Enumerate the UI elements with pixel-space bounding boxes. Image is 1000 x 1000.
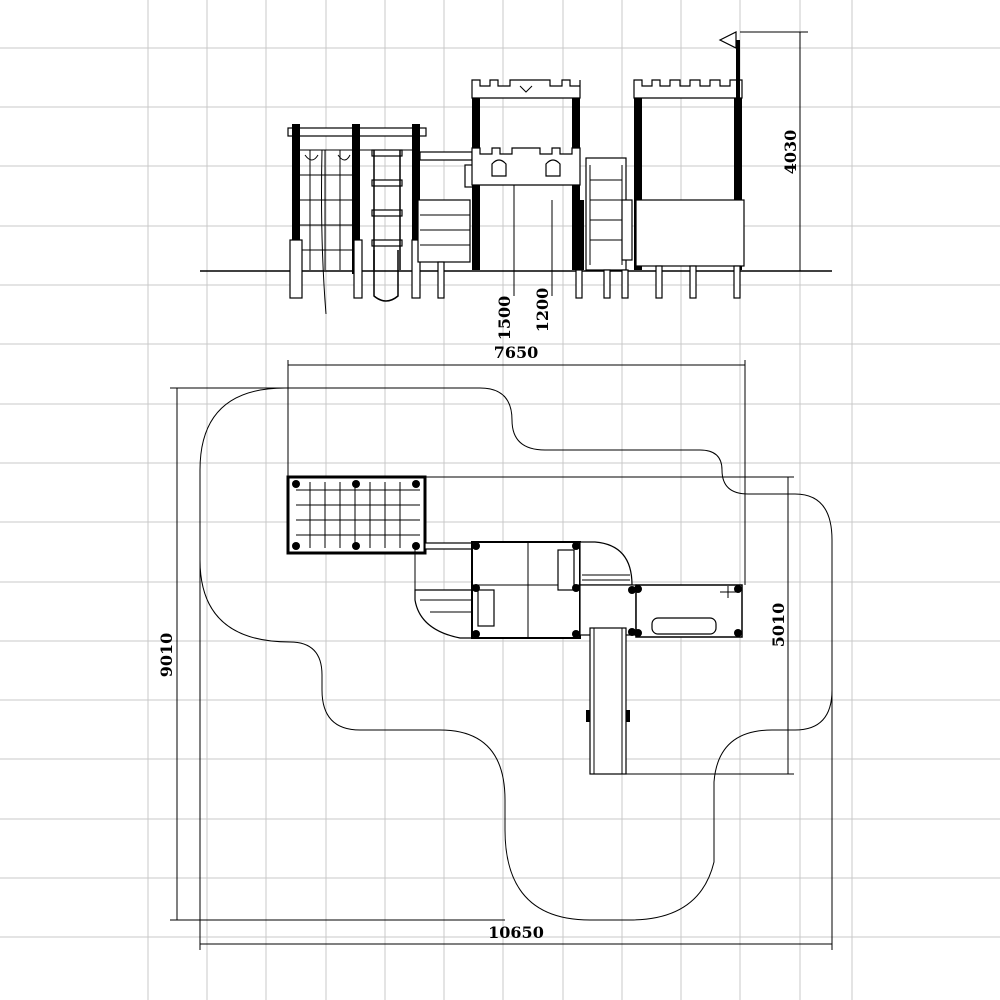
stairs-section <box>576 157 633 271</box>
dimension-safety-depth: 9010 <box>157 633 176 678</box>
climbing-net-frame <box>287 124 427 315</box>
flag-tower <box>575 31 745 299</box>
dimension-safety-length: 10650 <box>488 923 544 942</box>
dimension-platform-low: 1200 <box>533 288 552 333</box>
dimension-structure-length: 7650 <box>494 343 539 362</box>
dimension-platform-high: 1500 <box>495 296 514 341</box>
slide-plan <box>586 627 630 775</box>
castle-tower <box>471 79 581 270</box>
main-platform-plan <box>471 541 637 639</box>
safety-zone-outline <box>199 387 833 921</box>
net-frame-plan <box>286 475 427 555</box>
elevation-view: 4030 1500 1200 <box>200 31 832 341</box>
bridge-left <box>417 151 474 299</box>
house-plan <box>634 584 743 638</box>
plan-view: 7650 5010 9010 10650 <box>157 343 833 950</box>
dimension-structure-depth: 5010 <box>769 603 788 648</box>
dimension-height-total: 4030 <box>781 130 800 175</box>
